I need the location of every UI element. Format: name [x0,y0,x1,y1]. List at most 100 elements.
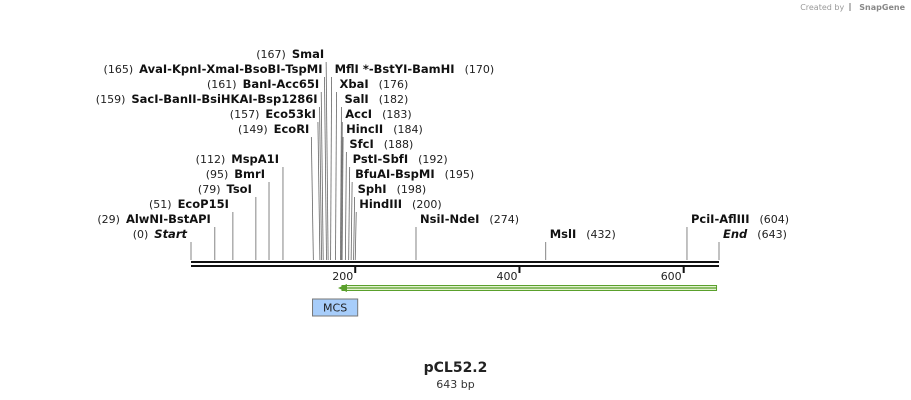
site-separator: - [378,152,383,166]
site-position-ecori: (149) [238,123,268,136]
site-name-saci[interactable]: SacI [131,92,158,106]
credit-prefix: Created by [800,3,845,12]
site-name-hincii[interactable]: HincII [346,122,383,136]
site-name-msli[interactable]: MslI [550,227,577,241]
feature-mcs-box[interactable] [312,298,359,317]
site-position-end: (643) [757,228,787,241]
site-name-alwni[interactable]: AlwNI [126,212,163,226]
site-position-start: (0) [133,228,149,241]
axis-tick-label-600: 600 [661,270,682,283]
site-name-acci[interactable]: AccI [345,107,372,121]
axis-tick-label-200: 200 [332,270,353,283]
plasmid-name: pCL52.2 [423,360,488,376]
site-separator: - [239,62,244,76]
site-separator: - [369,62,374,76]
site-position-smai: (167) [256,48,286,61]
site-name-bspmi[interactable]: BspMI [395,167,435,181]
axis-tick-label-400: 400 [496,270,517,283]
site-name-smai[interactable]: SmaI [292,47,324,61]
site-position-sali: (182) [379,93,409,106]
site-name-bsp1286i[interactable]: Bsp1286I [257,92,317,106]
site-position-tsoi: (79) [198,183,221,196]
site-line-bfuai [350,181,353,261]
site-name-bamhi[interactable]: BamHI [412,62,454,76]
site-name-bsihkai[interactable]: BsiHKAI [201,92,252,106]
site-position-bfuai: (195) [445,168,475,181]
site-line-sphi [353,196,355,261]
site-name-sbfi[interactable]: SbfI [382,152,408,166]
site-name-mspa1i[interactable]: MspA1I [231,152,279,166]
orf-arrow[interactable] [337,284,718,292]
snapgene-logo-icon [848,3,856,11]
site-name-pcii[interactable]: PciI [691,212,714,226]
site-position-hindiii: (200) [412,198,442,211]
site-name-banii[interactable]: BanII [163,92,196,106]
site-name-xbai[interactable]: XbaI [340,77,369,91]
site-name-sfci[interactable]: SfcI [349,137,373,151]
site-separator: - [253,92,258,106]
site-name-ecop15i[interactable]: EcoP15I [178,197,229,211]
arrow-head-icon [337,284,347,292]
site-position-pcii: (604) [759,213,789,226]
site-name-ecori[interactable]: EcoRI [274,122,310,136]
site-separator: - [167,62,172,76]
site-line-xbai [335,91,337,261]
feature-mcs[interactable]: MCS [312,298,359,317]
site-position-hincii: (184) [393,123,423,136]
site-position-alwni: (29) [97,213,120,226]
site-name-acc65i[interactable]: Acc65I [276,77,319,91]
site-name-bani[interactable]: BanI [243,77,272,91]
site-name-bmri[interactable]: BmrI [234,167,265,181]
axis-ticks: 200 400 600 [332,266,685,283]
site-position-acci: (183) [382,108,412,121]
site-name-eco53ki[interactable]: Eco53kI [265,107,316,121]
site-labels: End (643) Start (0) MslI (432) PciI - AflIII (6… [96,47,789,241]
site-name-end[interactable]: End [723,227,748,241]
site-name-start[interactable]: Start [154,227,187,241]
site-name-sphi[interactable]: SphI [358,182,387,196]
snapgene-credit: Created by SnapGene [800,3,905,12]
site-position-bani: (161) [207,78,237,91]
site-position-mfii: (170) [465,63,495,76]
site-position-sfci: (188) [384,138,414,151]
site-position-msli: (432) [586,228,616,241]
site-position-sphi: (198) [397,183,427,196]
site-position-eco53ki: (157) [230,108,260,121]
site-position-bmri: (95) [206,168,229,181]
site-line-bani [320,91,324,261]
site-separator: - [390,167,395,181]
site-separator: - [445,212,450,226]
site-name-sali[interactable]: SalI [344,92,368,106]
site-position-mspa1i: (112) [196,153,226,166]
plasmid-size: 643 bp [436,378,475,391]
site-separator: - [281,62,286,76]
site-name-avai[interactable]: AvaI [139,62,167,76]
site-name-hindiii[interactable]: HindIII [359,197,402,211]
site-name-ndei[interactable]: NdeI [449,212,479,226]
credit-brand: SnapGene [859,3,905,12]
site-line-hincii [341,136,344,261]
site-name-mfli[interactable]: MflI * [335,62,369,76]
site-separator: - [159,92,164,106]
site-line-mfii [330,76,332,261]
site-lines [190,61,720,261]
site-name-xmai[interactable]: XmaI [206,62,239,76]
site-name-nsii[interactable]: NsiI [420,212,445,226]
feature-mcs-label: MCS [323,302,347,315]
site-position-xbai: (176) [379,78,409,91]
site-name-tspmi[interactable]: TspMI [285,62,322,76]
site-line-psti [348,166,351,261]
site-name-bfuai[interactable]: BfuAI [355,167,390,181]
site-name-bstapi[interactable]: BstAPI [168,212,211,226]
site-name-psti[interactable]: PstI [353,152,378,166]
site-name-bsobi[interactable]: BsoBI [244,62,281,76]
site-line-acci [340,121,343,261]
site-name-bstyi[interactable]: BstYI [374,62,408,76]
site-name-tsoi[interactable]: TsoI [227,182,252,196]
site-line-ecori [310,136,314,261]
site-position-psti: (192) [418,153,448,166]
site-name-kpni[interactable]: KpnI [172,62,202,76]
site-name-afliii[interactable]: AflIII [719,212,749,226]
site-line-saci [319,106,322,261]
